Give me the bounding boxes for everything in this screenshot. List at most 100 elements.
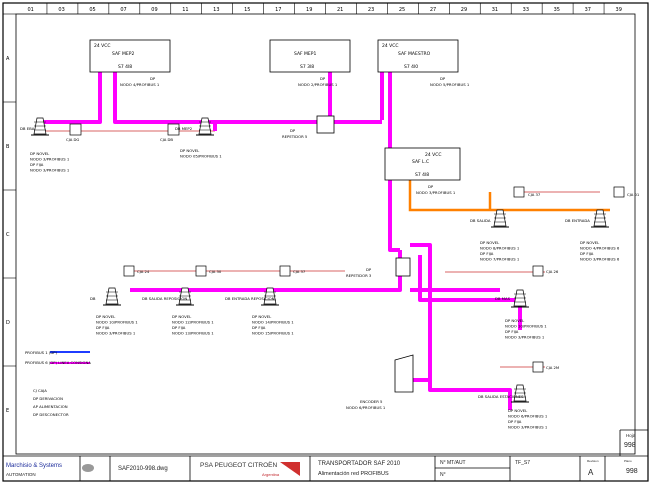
svg-text:24 VCC: 24 VCC [425,152,442,158]
svg-text:NODO 6/PROFIBUS 1: NODO 6/PROFIBUS 1 [346,405,386,410]
station-title: DB SALIDA ESTACIONES [478,394,524,399]
station-node-label: NODO 3/PROFIBUS 1 [508,425,548,430]
column-label: 37 [585,7,591,13]
client-name: PSA PEUGEOT CITROËN [200,462,278,469]
station-title: DB [90,296,96,301]
svg-text:NODO 4/PROFIBUS 1: NODO 4/PROFIBUS 1 [120,82,160,87]
sheet-label: Hoja [626,433,636,438]
column-label: 15 [244,7,250,13]
svg-text:AP ALIMENTACION: AP ALIMENTACION [33,404,68,409]
column-label: 31 [492,7,498,13]
row-label: B [6,144,10,150]
svg-text:24 VCC: 24 VCC [94,43,111,49]
station-title: DB ENTRADA REPOSICION [225,296,275,301]
citroen-logo-mark [280,462,300,476]
svg-text:24 VCC: 24 VCC [382,43,399,49]
column-label: 35 [554,7,560,13]
svg-text:DP: DP [366,267,372,272]
column-label: 01 [27,7,33,13]
svg-text:DP DESCONECTOR: DP DESCONECTOR [33,412,69,417]
svg-text:SAF MAESTRO: SAF MAESTRO [398,51,431,57]
station-node-label: DP NOVEL [96,314,116,319]
reference-3: TF_S7 [515,460,531,466]
svg-text:DP: DP [440,76,446,81]
svg-text:SAF L.C: SAF L.C [412,159,429,165]
station-node-label: NODO 4/PROFIBUS 6 [580,246,620,251]
station-node-label: NODO 3/PROFIBUS 1 [30,168,70,173]
repeater-5 [316,115,335,134]
svg-text:CJA DG: CJA DG [66,137,79,142]
column-label: 05 [89,7,95,13]
drawing-subtitle: Alimentación red PROFIBUS [318,471,389,477]
svg-text:ENCODER 5: ENCODER 5 [360,399,383,404]
station-node-label: NODO 05/PROFIBUS 1 [180,154,222,159]
svg-text:CJA 30: CJA 30 [209,269,222,274]
legend: PROFIBUS 1 (DP) PROFIBUS 6 (DP) LINEA CO… [25,350,91,417]
sheet-value: 998 [624,442,636,449]
station-node-label: DP FIJA [96,325,110,330]
drawing-inner-border [15,13,636,455]
svg-text:CJA 24: CJA 24 [137,269,150,274]
svg-text:CJA 01: CJA 01 [627,192,640,197]
station-node-label: NODO 12/PROFIBUS 1 [172,320,214,325]
orange-branch-line [408,180,610,212]
column-label: 23 [368,7,374,13]
station-node-label: DP NOVEL [252,314,272,319]
station-node-label: DP NOVEL [480,240,500,245]
panel-labels: DP NODO 4/PROFIBUS 1 DP NODO 2/PROFIBUS … [120,76,470,410]
svg-text:NODO 3/PROFIBUS 1: NODO 3/PROFIBUS 1 [416,190,456,195]
svg-text:S7 4l8: S7 4l8 [415,172,429,178]
station-node-label: DP FIJA [505,329,519,334]
station-title: DB SALIDA REPOSICION [142,296,187,301]
plan-label: Plano [624,459,632,463]
drawing-file: SAF2010-998.dwg [118,466,168,472]
revision-value: A [588,468,594,477]
junction-boxes: CJA DG CJA DB CJA 37 CJA 01 CJA 24 CJA 3… [66,123,640,373]
station-node-label: DP NOVEL [180,148,200,153]
svg-text:S7 4l0: S7 4l0 [404,64,418,70]
drawing-title: TRANSPORTADOR SAF 2010 [318,461,401,467]
svg-text:DP DERIVACION: DP DERIVACION [33,396,63,401]
svg-text:DP: DP [320,76,326,81]
column-label: 27 [430,7,436,13]
station-node-label: NODO 8/PROFIBUS 1 [480,246,520,251]
company-logo-mark [82,464,94,472]
column-label: 07 [120,7,126,13]
svg-text:CJ CAJA: CJ CAJA [33,388,47,393]
station-node-label: DP NOVEL [172,314,192,319]
reference-1: N° MT/AUT [440,460,466,466]
svg-text:REPETIDOR 5: REPETIDOR 5 [282,134,308,139]
station-node-label: DP FIJA [480,251,494,256]
station-title: DB SALIDA [470,218,491,223]
svg-text:CJA 26: CJA 26 [546,269,559,274]
svg-text:NODO 5/PROFIBUS 1: NODO 5/PROFIBUS 1 [430,82,470,87]
row-label: A [6,56,10,62]
svg-text:CJA 2M: CJA 2M [546,365,559,370]
station-node-label: DP FIJA [580,251,594,256]
svg-text:PROFIBUS 1 (DP): PROFIBUS 1 (DP) [25,350,58,355]
plan-value: 998 [626,468,638,475]
station-node-label: NODO 14/PROFIBUS 1 [252,320,294,325]
row-label: E [6,408,9,414]
station-node-label: NODO 3/PROFIBUS 6 [580,257,620,262]
station-node-label: NODO 3/PROFIBUS 1 [505,335,545,340]
station-node-label: NODO 10/PROFIBUS 1 [96,320,138,325]
station-node-label: DP NOVEL [580,240,600,245]
station-title: DB ENTRADA [565,218,590,223]
reference-2: N° [440,472,446,478]
column-label: 39 [616,7,622,13]
svg-text:SAF MEP2: SAF MEP2 [112,51,134,57]
svg-text:CJA DB: CJA DB [160,137,173,142]
svg-text:NODO 2/PROFIBUS 1: NODO 2/PROFIBUS 1 [298,82,338,87]
station-node-label: DP FIJA [508,419,522,424]
client-subtitle: Argentina [262,472,280,477]
station-title: DB MAS [495,296,511,301]
svg-text:DP: DP [428,184,434,189]
